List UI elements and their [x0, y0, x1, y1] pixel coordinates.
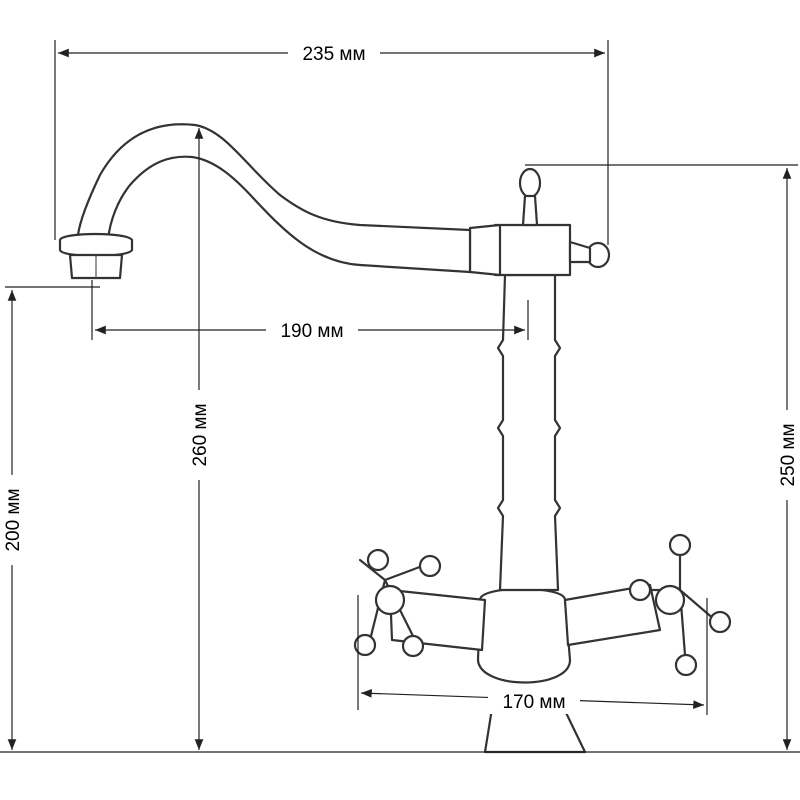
faucet-spout	[76, 123, 472, 274]
dim-label-190: 190 мм	[280, 321, 343, 342]
dimension-250: 250 мм	[525, 164, 800, 750]
dim-label-250: 250 мм	[778, 423, 799, 486]
faucet-drawing	[58, 123, 732, 754]
dimension-260: 260 мм	[187, 128, 213, 750]
faucet-central-body	[476, 587, 572, 684]
dimension-190: 190 мм	[91, 280, 529, 344]
dim-label-260: 260 мм	[190, 403, 211, 466]
faucet-top-collar	[493, 223, 572, 277]
faucet-column	[496, 273, 562, 592]
dim-label-170: 170 мм	[502, 692, 565, 713]
dim-label-235: 235 мм	[302, 44, 365, 65]
dimension-235: 235 мм	[54, 40, 609, 245]
left-cross-handle	[353, 548, 442, 658]
spout-joint-ring	[468, 223, 502, 277]
dimension-170: 170 мм	[357, 595, 708, 715]
top-finial	[518, 167, 542, 227]
dimension-200: 200 мм	[0, 286, 100, 750]
right-cross-handle	[628, 533, 732, 677]
aerator	[58, 232, 134, 280]
dim-label-200: 200 мм	[3, 488, 24, 551]
